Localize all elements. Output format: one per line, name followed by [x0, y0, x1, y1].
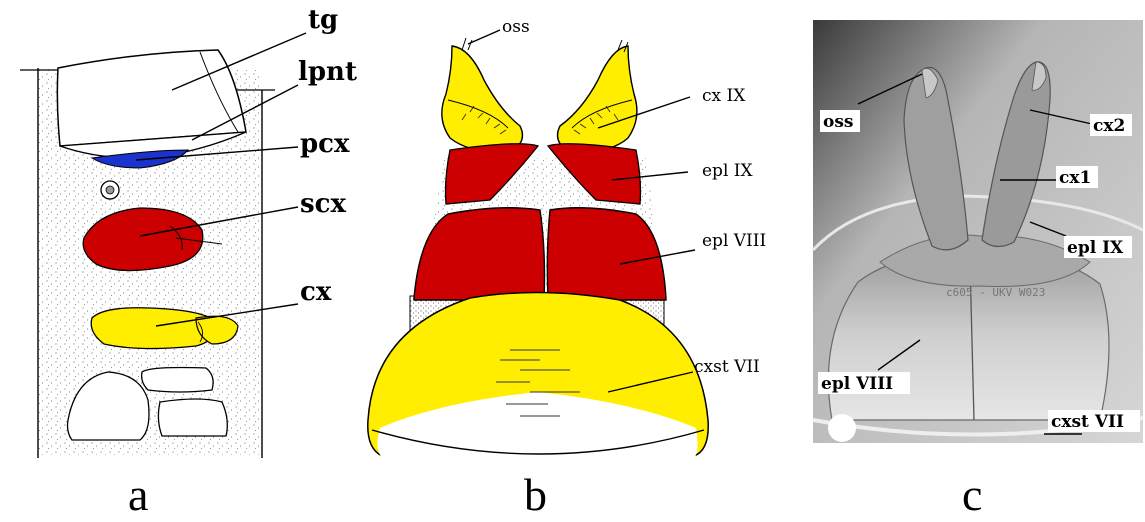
label-tg: tg [308, 5, 338, 35]
sternal-plate-lower-right [158, 399, 227, 436]
label-epl-ix-b: epl IX [702, 161, 753, 181]
sternal-plate-upper-right [142, 368, 214, 393]
label-cxst-vii-c: cxst VII [1051, 412, 1124, 432]
label-cx1: cx1 [1059, 168, 1091, 188]
label-oss-b: oss [502, 17, 530, 37]
panel-b-drawing: oss cx IX epl IX epl VIII cxst VII b [368, 17, 766, 520]
label-epl-viii-c: epl VIII [821, 374, 893, 394]
coxite-ix-left [442, 46, 523, 152]
coxite-ix-right [558, 46, 637, 152]
leader-oss-b [468, 30, 500, 44]
coxa-sclerite [91, 308, 215, 349]
photo-imprint-text: c605 - UKV W023 [946, 286, 1045, 299]
label-epl-viii-b: epl VIII [702, 231, 766, 251]
label-scx: scx [300, 189, 346, 219]
panel-c-photo: c605 - UKV W023 oss cx2 cx1 epl IX epl V… [813, 20, 1143, 520]
oss-stylus-left [462, 38, 472, 50]
panel-letter-c: c [962, 469, 982, 520]
spiracle-inner [106, 186, 114, 194]
scale-dot [828, 414, 856, 442]
label-epl-ix-c: epl IX [1067, 238, 1124, 258]
label-pcx: pcx [300, 129, 350, 159]
label-cx-ix: cx IX [702, 86, 746, 106]
label-oss-c: oss [823, 112, 853, 132]
panel-letter-a: a [128, 469, 148, 520]
panel-letter-b: b [524, 469, 547, 520]
label-cx: cx [300, 277, 332, 307]
label-cxst-vii-b: cxst VII [694, 357, 760, 377]
label-cx2: cx2 [1093, 116, 1125, 136]
panel-a-drawing: tg lpnt pcx scx cx a [20, 5, 357, 520]
tergum [57, 50, 246, 146]
label-lpnt: lpnt [298, 57, 357, 87]
